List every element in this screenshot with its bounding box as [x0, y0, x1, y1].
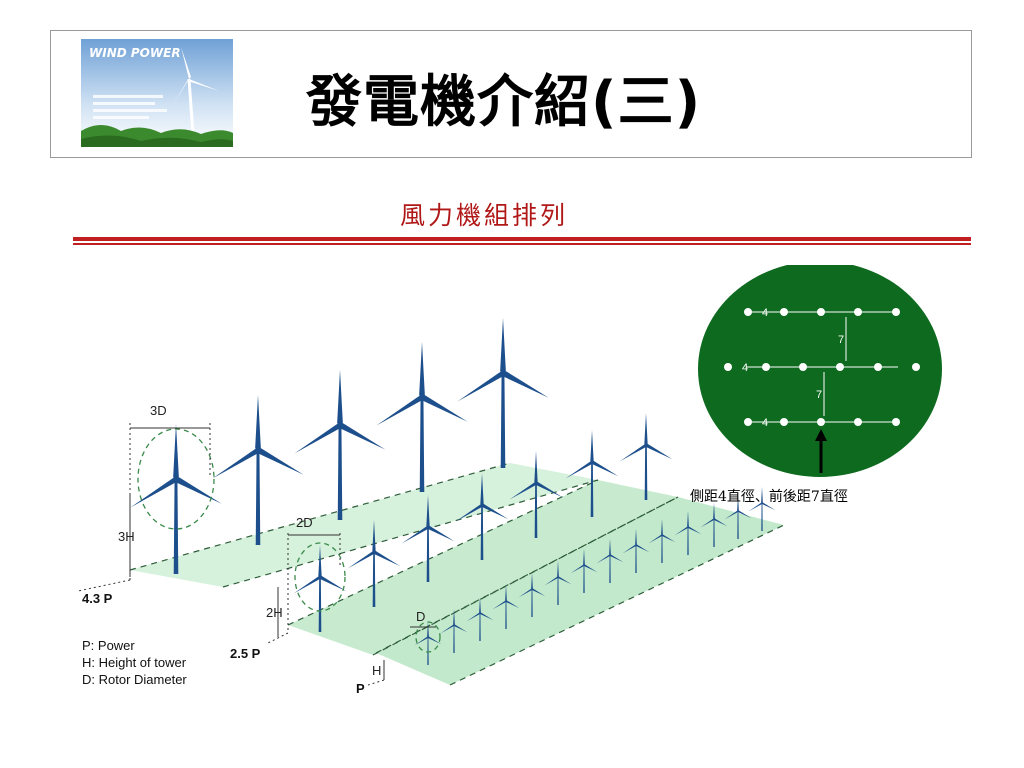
inset-spacing-label-3: 4 [762, 417, 768, 429]
page-title: 發電機介紹(三) [306, 70, 702, 135]
inset-spacing-label-1: 4 [762, 307, 768, 319]
legend-diameter: D: Rotor Diameter [82, 672, 187, 687]
legend: P: Power H: Height of tower D: Rotor Dia… [82, 637, 187, 688]
label-4-3p: 4.3 P [82, 591, 113, 606]
layout-inset: 4 4 4 7 7 [698, 265, 942, 477]
rotor-ellipse-d [415, 621, 441, 653]
label-2h: 2H [266, 605, 283, 620]
label-3d: 3D [150, 403, 167, 418]
turbine-layout-diagram: 3D 3H 4.3 P 2D 2H 2.5 P D H P 4 4 4 7 7 [78, 265, 942, 696]
label-d: D [416, 609, 425, 624]
inset-spacing-label-2: 4 [742, 362, 748, 374]
inset-row-gap-label-2: 7 [816, 389, 822, 401]
legend-height: H: Height of tower [82, 655, 187, 670]
label-p: P [356, 681, 365, 696]
label-2d: 2D [296, 515, 313, 530]
ground-plane-middle [288, 480, 678, 655]
divider-thick [73, 237, 971, 241]
label-h: H [372, 663, 381, 678]
legend-power: P: Power [82, 638, 135, 653]
rotor-ellipse-3d [137, 428, 215, 530]
wind-direction-arrow-icon [815, 429, 827, 441]
ground-plane-front [376, 497, 784, 685]
label-3h: 3H [118, 529, 135, 544]
title-box: WIND POWER 發電機介紹(三) [50, 30, 972, 158]
wind-power-logo: WIND POWER [81, 39, 233, 147]
divider-thin [73, 243, 971, 245]
section-subtitle: 風力機組排列 [400, 201, 569, 230]
label-2-5p: 2.5 P [230, 646, 261, 661]
rotor-ellipse-2d [294, 542, 346, 612]
layout-caption: 側距4直徑、前後距7直徑 [690, 489, 848, 505]
inset-row-gap-label-1: 7 [838, 334, 844, 346]
logo-text: WIND POWER [89, 46, 181, 60]
